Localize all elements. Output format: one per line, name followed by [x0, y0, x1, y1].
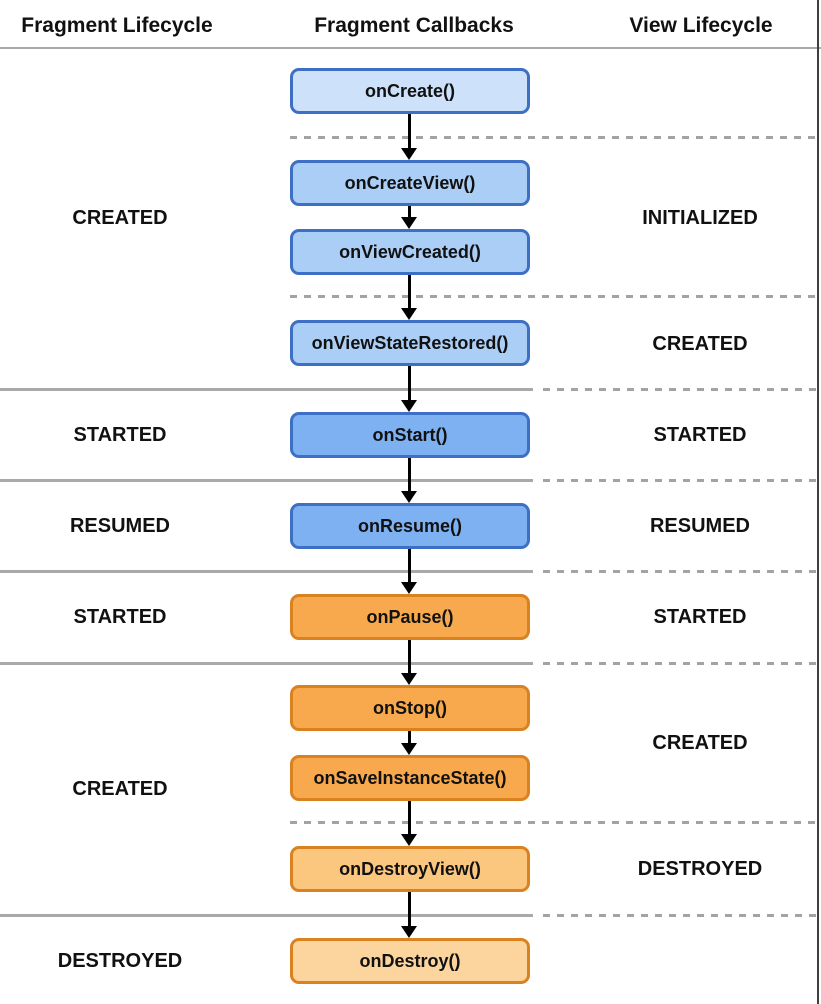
section-divider-dashed: [543, 388, 818, 391]
callback-label: onCreate(): [364, 80, 455, 101]
column-header-fragment-lifecycle: Fragment Lifecycle: [21, 14, 213, 37]
fragment-state-label: STARTED: [73, 424, 167, 446]
flow-arrow-head: [401, 400, 417, 412]
section-divider-dashed: [543, 914, 818, 917]
flow-arrow-line: [408, 275, 411, 311]
section-divider-solid: [0, 662, 533, 665]
callback-box: onResume(): [290, 503, 530, 549]
section-divider-solid: [0, 47, 821, 49]
callback-label: onStart(): [372, 424, 448, 445]
flow-arrow-line: [408, 731, 411, 746]
flow-arrow-line: [408, 366, 411, 403]
flow-arrow-line: [408, 458, 411, 494]
callback-box: onStop(): [290, 685, 530, 731]
fragment-state-label: CREATED: [72, 207, 168, 229]
section-divider-solid: [0, 388, 533, 391]
callback-label: onSaveInstanceState(): [313, 767, 507, 788]
flow-arrow-head: [401, 743, 417, 755]
fragment-state-label: DESTROYED: [57, 950, 183, 972]
view-state-label: STARTED: [653, 424, 747, 446]
section-divider-solid: [0, 479, 533, 482]
flow-arrow-head: [401, 582, 417, 594]
flow-arrow-head: [401, 926, 417, 938]
section-divider-solid: [0, 570, 533, 573]
view-state-label: INITIALIZED: [642, 207, 758, 229]
flow-arrow-line: [408, 801, 411, 837]
column-header-fragment-callbacks: Fragment Callbacks: [314, 14, 514, 37]
view-state-label: STARTED: [653, 606, 747, 628]
section-divider-dashed: [543, 570, 818, 573]
callback-box: onDestroyView(): [290, 846, 530, 892]
section-divider-dashed: [543, 662, 818, 665]
view-state-label: DESTROYED: [637, 858, 763, 880]
view-state-label: CREATED: [652, 333, 748, 355]
callback-box: onSaveInstanceState(): [290, 755, 530, 801]
callback-box: onDestroy(): [290, 938, 530, 984]
flow-arrow-head: [401, 491, 417, 503]
flow-arrow-line: [408, 114, 411, 151]
fragment-state-label: RESUMED: [69, 515, 170, 537]
callback-box: onStart(): [290, 412, 530, 458]
column-header-view-lifecycle: View Lifecycle: [629, 14, 773, 37]
callback-box: onCreateView(): [290, 160, 530, 206]
flow-arrow-head: [401, 308, 417, 320]
callback-label: onPause(): [366, 606, 454, 627]
callback-box: onViewStateRestored(): [290, 320, 530, 366]
right-edge-border: [817, 0, 819, 1004]
flow-arrow-line: [408, 206, 411, 220]
section-divider-dashed: [290, 821, 818, 824]
section-divider-solid: [0, 914, 533, 917]
callback-label: onDestroyView(): [339, 858, 481, 879]
callback-box: onCreate(): [290, 68, 530, 114]
callback-label: onStop(): [373, 697, 447, 718]
view-state-label: CREATED: [652, 732, 748, 754]
callback-label: onViewCreated(): [339, 241, 481, 262]
flow-arrow-head: [401, 834, 417, 846]
callback-label: onResume(): [357, 515, 462, 536]
flow-arrow-line: [408, 640, 411, 676]
flow-arrow-head: [401, 148, 417, 160]
flow-arrow-head: [401, 673, 417, 685]
fragment-state-label: CREATED: [72, 778, 168, 800]
callback-label: onDestroy(): [359, 950, 461, 971]
flow-arrow-line: [408, 549, 411, 585]
callback-box: onPause(): [290, 594, 530, 640]
section-divider-dashed: [290, 136, 818, 139]
flow-arrow-head: [401, 217, 417, 229]
section-divider-dashed: [290, 295, 818, 298]
flow-arrow-line: [408, 892, 411, 929]
fragment-state-label: STARTED: [73, 606, 167, 628]
section-divider-dashed: [543, 479, 818, 482]
callback-label: onViewStateRestored(): [311, 332, 509, 353]
callback-box: onViewCreated(): [290, 229, 530, 275]
view-state-label: RESUMED: [649, 515, 750, 537]
callback-label: onCreateView(): [344, 172, 476, 193]
